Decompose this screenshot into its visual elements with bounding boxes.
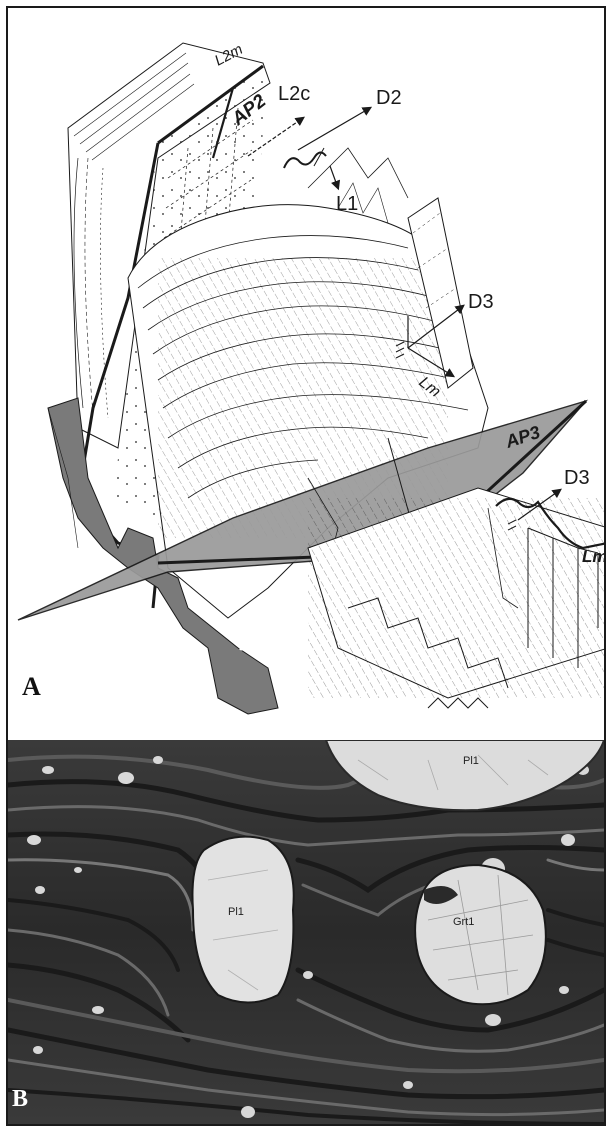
garnet-porphyroblast: Grt1 — [415, 865, 546, 1004]
label-pl-top: Pl1 — [463, 755, 479, 767]
panel-b-letter: B — [12, 1086, 28, 1113]
d2-arrow — [298, 108, 370, 150]
d2-axis-group — [248, 108, 370, 188]
l1-arrow — [330, 166, 338, 188]
block-diagram-svg: L2m AP2 L2c D2 L1 D3 Lm AP3 D3 Lm S1 — [8, 8, 604, 736]
figure-frame: L2m AP2 L2c D2 L1 D3 Lm AP3 D3 Lm S1 A — [6, 6, 606, 1126]
panel-a-letter: A — [22, 672, 41, 702]
label-d2: D2 — [376, 87, 402, 109]
panel-a-block-diagram: L2m AP2 L2c D2 L1 D3 Lm AP3 D3 Lm S1 A — [8, 8, 604, 736]
lower-right-layers — [308, 488, 604, 708]
label-l2c: L2c — [278, 83, 310, 105]
label-pl-left: Pl1 — [228, 906, 244, 918]
label-d3-upper: D3 — [468, 291, 494, 313]
panel-b-micrograph: Pl1 Pl1 Grt1 B — [8, 740, 604, 1124]
micrograph-svg: Pl1 Pl1 Grt1 — [8, 740, 604, 1124]
label-lm-lower: Lm — [582, 547, 604, 566]
label-d3-lower: D3 — [564, 467, 590, 489]
plagioclase-left: Pl1 — [192, 837, 293, 1003]
label-l1: L1 — [336, 193, 358, 215]
label-grt: Grt1 — [453, 916, 474, 928]
